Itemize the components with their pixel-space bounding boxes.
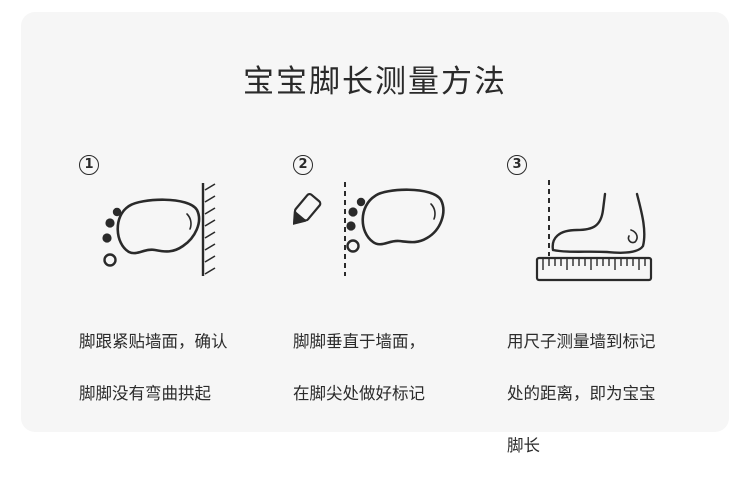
step-number-badge: 3	[507, 155, 527, 175]
step-text-line: 在脚尖处做好标记	[293, 384, 425, 403]
mark-toe-icon	[293, 182, 445, 276]
instruction-card	[21, 12, 729, 432]
step-text-line: 脚脚垂直于墙面，	[293, 332, 425, 351]
step-number-badge: 1	[79, 155, 99, 175]
step-text-line: 脚脚没有弯曲拱起	[79, 384, 211, 403]
step-description: 脚跟紧贴墙面，确认 脚脚没有弯曲拱起	[79, 303, 269, 433]
heel-against-wall-icon	[102, 183, 216, 276]
step-text-line: 用尺子测量墙到标记	[507, 332, 656, 351]
step-text-line: 脚跟紧贴墙面，确认	[79, 332, 228, 351]
step-number-badge: 2	[293, 155, 313, 175]
step-text-line: 处的距离，即为宝宝	[507, 384, 656, 403]
ruler-measure-icon	[535, 180, 653, 282]
step-description: 脚脚垂直于墙面， 在脚尖处做好标记	[293, 303, 483, 433]
step-description: 用尺子测量墙到标记 处的距离，即为宝宝 脚长	[507, 303, 697, 485]
page-title: 宝宝脚长测量方法	[243, 64, 507, 100]
step-text-line: 脚长	[507, 436, 540, 455]
